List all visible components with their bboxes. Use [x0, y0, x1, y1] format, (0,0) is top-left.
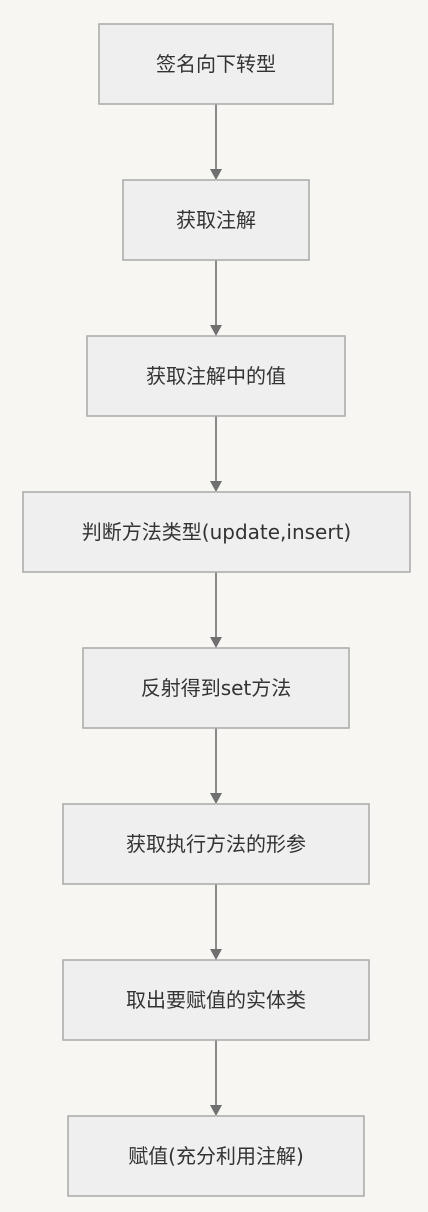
flow-node-box [67, 1115, 365, 1197]
flow-node-6: 获取执行方法的形参 [62, 803, 370, 885]
flow-node-3: 获取注解中的值 [86, 335, 346, 417]
flow-node-2: 获取注解 [122, 179, 310, 261]
flow-node-label: 取出要赋值的实体类 [126, 988, 306, 1012]
flow-edge-arrowhead-6 [210, 949, 222, 960]
flow-node-label: 获取注解中的值 [146, 364, 286, 388]
flow-node-label: 判断方法类型(update,insert) [82, 520, 351, 544]
flow-node-label: 签名向下转型 [156, 52, 276, 76]
flow-node-box [22, 491, 411, 573]
flowchart-edges [210, 104, 222, 1116]
flow-node-1: 签名向下转型 [98, 23, 334, 105]
flow-node-box [62, 959, 370, 1041]
flow-node-7: 取出要赋值的实体类 [62, 959, 370, 1041]
flow-node-label: 反射得到set方法 [141, 676, 292, 700]
flow-edge-arrowhead-3 [210, 481, 222, 492]
flow-node-label: 获取注解 [176, 208, 256, 232]
flow-node-4: 判断方法类型(update,insert) [22, 491, 411, 573]
flow-edge-arrowhead-1 [210, 169, 222, 180]
flow-node-box [122, 179, 310, 261]
flow-edge-arrowhead-5 [210, 793, 222, 804]
flow-node-label: 获取执行方法的形参 [126, 832, 306, 856]
flow-edge-arrowhead-4 [210, 637, 222, 648]
flow-node-box [98, 23, 334, 105]
flow-edge-arrowhead-2 [210, 325, 222, 336]
flow-edge-arrowhead-7 [210, 1105, 222, 1116]
flow-node-box [62, 803, 370, 885]
flow-node-box [82, 647, 350, 729]
flow-node-8: 赋值(充分利用注解) [67, 1115, 365, 1197]
flow-node-5: 反射得到set方法 [82, 647, 350, 729]
flow-node-label: 赋值(充分利用注解) [128, 1144, 304, 1168]
flow-node-box [86, 335, 346, 417]
